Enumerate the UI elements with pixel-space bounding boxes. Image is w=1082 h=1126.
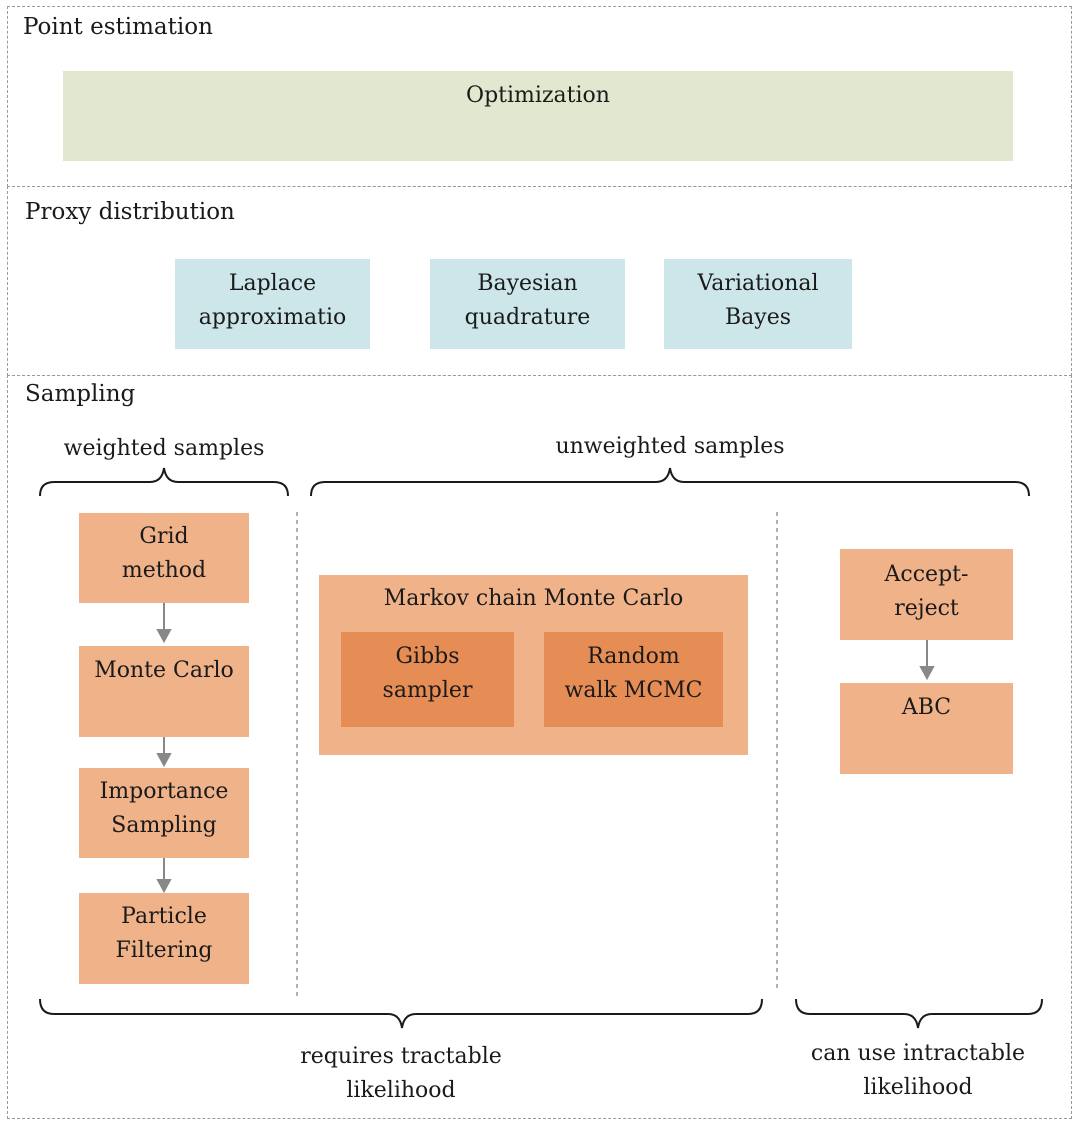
accept-reject-box: Accept- reject bbox=[840, 549, 1013, 640]
laplace-label-line2: approximatio bbox=[198, 305, 347, 330]
gibbs-sampler-box: Gibbs sampler bbox=[341, 632, 514, 727]
particle-label-line2: Filtering bbox=[115, 938, 213, 963]
arrow-ar-to-abc-head bbox=[919, 666, 935, 681]
monte-carlo-label: Monte Carlo bbox=[94, 658, 234, 683]
tractable-line1: requires tractable bbox=[300, 1044, 502, 1069]
mcmc-title: Markov chain Monte Carlo bbox=[383, 586, 684, 611]
monte-carlo-box: Monte Carlo bbox=[79, 646, 249, 737]
random-walk-label-line2: walk MCMC bbox=[564, 678, 703, 703]
variational-bayes-box: Variational Bayes bbox=[664, 259, 852, 349]
arrow-grid-to-mc-head bbox=[156, 629, 172, 644]
accept-reject-label-line1: Accept- bbox=[884, 562, 969, 587]
arrow-is-to-pf-head bbox=[156, 879, 172, 894]
accept-reject-label-line2: reject bbox=[894, 596, 959, 621]
grid-label-line2: method bbox=[121, 558, 207, 583]
laplace-label-line1: Laplace bbox=[228, 271, 317, 296]
variational-label-line2: Bayes bbox=[724, 305, 792, 330]
weighted-brace bbox=[39, 467, 289, 497]
intractable-brace bbox=[795, 998, 1043, 1029]
abc-box: ABC bbox=[840, 683, 1013, 774]
bayesian-quadrature-box: Bayesian quadrature bbox=[430, 259, 625, 349]
gibbs-label-line1: Gibbs bbox=[395, 644, 460, 669]
importance-sampling-box: Importance Sampling bbox=[79, 768, 249, 858]
grid-label-line1: Grid bbox=[139, 524, 189, 549]
intractable-line2: likelihood bbox=[863, 1075, 973, 1100]
unweighted-samples-label: unweighted samples bbox=[555, 434, 785, 459]
random-walk-label-line1: Random bbox=[587, 644, 680, 669]
arrow-mc-to-is-head bbox=[156, 753, 172, 768]
importance-label-line2: Sampling bbox=[111, 813, 217, 838]
particle-label-line1: Particle bbox=[121, 904, 207, 929]
optimization-label: Optimization bbox=[466, 83, 610, 108]
bayesian-label-line1: Bayesian bbox=[477, 271, 578, 296]
weighted-samples-label: weighted samples bbox=[63, 436, 265, 461]
tractable-likelihood-label: requires tractable likelihood bbox=[250, 1040, 552, 1108]
grid-method-box: Grid method bbox=[79, 513, 249, 603]
tractable-line2: likelihood bbox=[346, 1078, 456, 1103]
proxy-distribution-title: Proxy distribution bbox=[25, 199, 235, 225]
optimization-box: Optimization bbox=[63, 71, 1013, 161]
laplace-approximation-box: Laplace approximatio bbox=[175, 259, 370, 349]
point-estimation-title: Point estimation bbox=[23, 14, 213, 40]
importance-label-line1: Importance bbox=[99, 779, 229, 804]
bayesian-label-line2: quadrature bbox=[464, 305, 591, 330]
variational-label-line1: Variational bbox=[697, 271, 819, 296]
sampling-section bbox=[7, 375, 1072, 1119]
sampling-title: Sampling bbox=[25, 381, 136, 407]
gibbs-label-line2: sampler bbox=[382, 678, 473, 703]
intractable-line1: can use intractable bbox=[810, 1041, 1026, 1066]
random-walk-mcmc-box: Random walk MCMC bbox=[544, 632, 723, 727]
particle-filtering-box: Particle Filtering bbox=[79, 893, 249, 984]
unweighted-brace bbox=[310, 467, 1030, 497]
intractable-likelihood-label: can use intractable likelihood bbox=[790, 1037, 1046, 1105]
tractable-brace bbox=[39, 998, 763, 1029]
abc-label: ABC bbox=[901, 695, 952, 720]
